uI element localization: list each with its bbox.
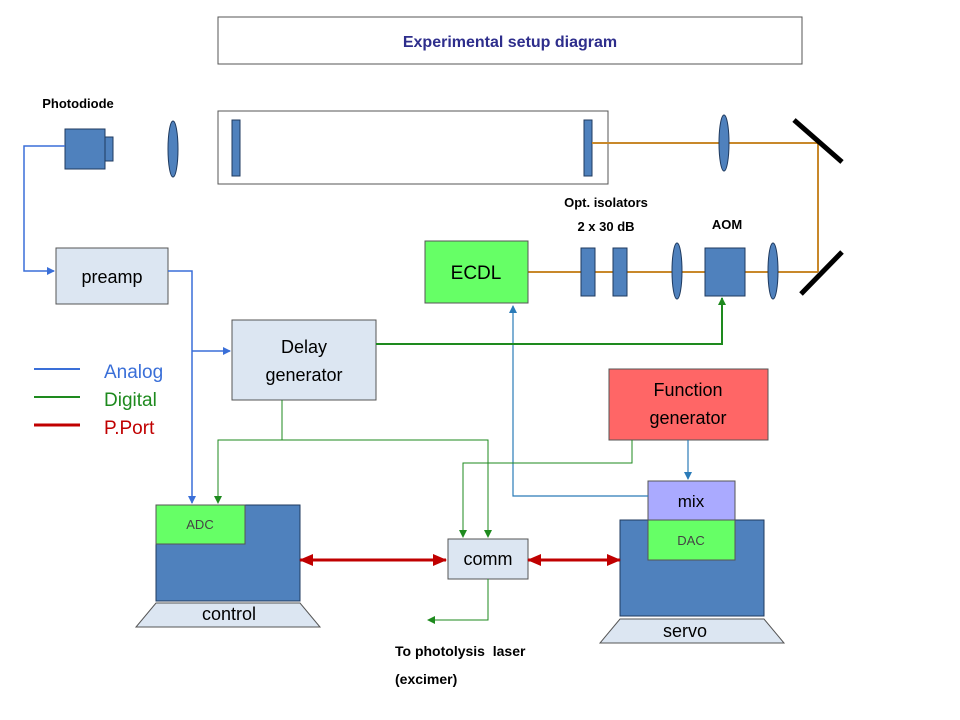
adc-block	[155, 504, 246, 545]
photodiode: Photodiode	[42, 96, 114, 170]
steering-mirror-bottom	[799, 250, 844, 296]
title-box: Experimental setup diagram	[217, 16, 803, 65]
function-generator-block: Function generator	[608, 368, 769, 441]
control-label: control	[202, 604, 256, 624]
legend-pport-label: P.Port	[104, 418, 155, 439]
preamp-block: preamp	[55, 247, 169, 305]
delay-generator-label-line2: generator	[265, 365, 342, 385]
opt-isolators-label-line1: Opt. isolators	[564, 195, 648, 210]
dac-block	[647, 519, 736, 561]
lens-upper	[718, 114, 730, 172]
optical-isolators: Opt. isolators 2 x 30 dB	[564, 195, 648, 297]
wire-photodiode-to-preamp	[23, 145, 65, 275]
photolysis-label-line1: To photolysis laser	[395, 643, 526, 659]
wire-function-to-comm	[459, 440, 633, 538]
diagram-title: Experimental setup diagram	[403, 34, 617, 51]
adc-label: ADC	[186, 517, 213, 532]
cavity-mirror-left	[231, 119, 241, 177]
aom-label: AOM	[712, 217, 742, 232]
photodiode-label: Photodiode	[42, 96, 114, 111]
aom: AOM	[704, 217, 746, 297]
delay-generator-label-line1: Delay	[281, 337, 327, 357]
opt-isolators-label-line2: 2 x 30 dB	[577, 219, 634, 234]
legend: Analog Digital P.Port	[34, 362, 163, 439]
legend-analog-label: Analog	[104, 362, 163, 383]
comm-block: comm	[447, 538, 529, 580]
wire-preamp-to-adc	[168, 270, 196, 504]
comm-label: comm	[464, 549, 513, 569]
mix-label: mix	[678, 492, 705, 511]
preamp-label: preamp	[81, 267, 142, 287]
function-generator-label-line2: generator	[649, 408, 726, 428]
wire-delay-to-adc	[214, 439, 282, 504]
servo-computer: servo mix DAC	[598, 480, 786, 644]
dac-label: DAC	[677, 533, 704, 548]
wire-comm-to-photolysis	[427, 579, 489, 624]
control-computer: control ADC	[134, 504, 322, 628]
ecdl-block: ECDL	[424, 240, 529, 304]
photolysis-label-line2: (excimer)	[395, 671, 457, 687]
cavity-mirror-right	[583, 119, 593, 177]
function-generator-label-line1: Function	[653, 380, 722, 400]
mix-block	[647, 480, 736, 521]
wire-delay-to-comm	[282, 439, 492, 538]
ecdl-label: ECDL	[451, 263, 502, 284]
lens-before-aom	[671, 242, 683, 300]
steering-mirror-top	[792, 118, 844, 164]
analog-wiring	[23, 145, 231, 504]
servo-label: servo	[663, 621, 707, 641]
legend-digital-label: Digital	[104, 390, 157, 411]
lens-after-aom	[767, 242, 779, 300]
isolator-1	[580, 247, 596, 297]
lens-photodiode	[167, 120, 179, 178]
isolator-2	[612, 247, 628, 297]
digital-wiring	[214, 297, 726, 624]
wire-delay-to-aom	[376, 297, 726, 345]
wire-mix-to-ecdl	[509, 305, 648, 497]
delay-generator-block: Delay generator	[231, 319, 377, 401]
cavity	[217, 110, 609, 185]
